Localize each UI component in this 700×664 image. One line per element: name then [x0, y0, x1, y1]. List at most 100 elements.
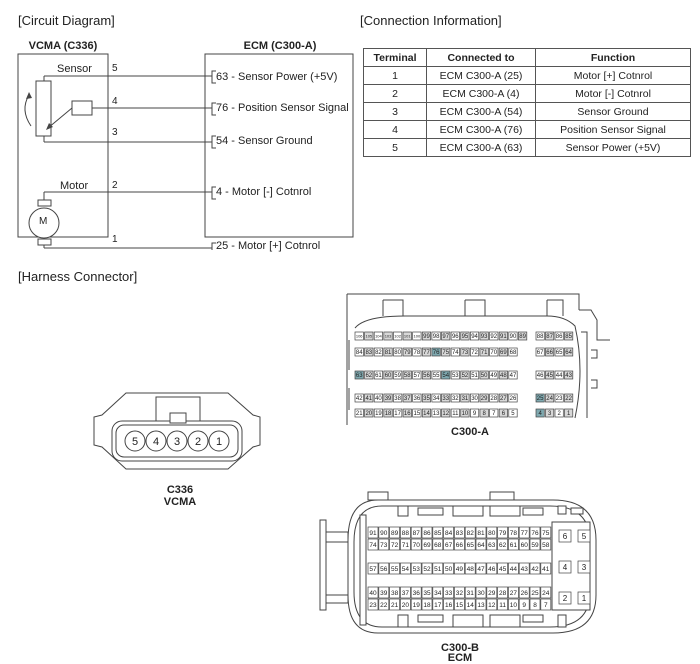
pin-87: 87	[545, 331, 555, 341]
pin-11: 11	[450, 408, 460, 418]
svg-text:20: 20	[402, 602, 410, 609]
pin-31: 31	[464, 586, 476, 599]
ecm-terminal-63: 63 - Sensor Power (+5V)	[216, 71, 338, 83]
cell-terminal: 5	[363, 138, 427, 157]
svg-text:66: 66	[456, 542, 464, 549]
svg-text:19: 19	[375, 411, 382, 417]
pin-87: 87	[410, 526, 422, 539]
pin-40: 40	[367, 586, 379, 599]
svg-text:36: 36	[413, 590, 421, 597]
pin-60: 60	[383, 370, 393, 380]
harness-connector-title: [Harness Connector]	[18, 269, 138, 284]
svg-text:67: 67	[537, 350, 544, 356]
cell-connected-to: ECM C300-A (63)	[426, 138, 536, 157]
svg-text:70: 70	[490, 350, 497, 356]
pin-27: 27	[498, 393, 508, 403]
pin-103: 103	[383, 331, 393, 341]
pin-61: 61	[373, 370, 383, 380]
pin-48: 48	[464, 562, 476, 575]
pin-9: 9	[469, 408, 480, 418]
pin-85: 85	[432, 526, 444, 539]
svg-text:78: 78	[510, 530, 518, 537]
pin-42: 42	[354, 393, 364, 403]
pin-18: 18	[383, 408, 393, 418]
table-header-row: Terminal Connected to Function	[363, 48, 691, 67]
pin-50: 50	[479, 370, 489, 380]
pin-105: 105	[364, 331, 374, 341]
pin-59: 59	[393, 370, 403, 380]
svg-text:98: 98	[433, 334, 440, 340]
svg-text:37: 37	[402, 590, 410, 597]
svg-text:24: 24	[542, 590, 550, 597]
pin-24: 24	[540, 586, 552, 599]
pin-16: 16	[402, 408, 412, 418]
pin-40: 40	[373, 393, 383, 403]
vcma-box	[17, 53, 109, 238]
svg-text:79: 79	[404, 350, 411, 356]
pin-6: 6	[498, 408, 508, 418]
svg-text:74: 74	[369, 542, 377, 549]
svg-text:2: 2	[195, 436, 201, 448]
svg-text:100: 100	[414, 333, 421, 338]
svg-text:19: 19	[413, 602, 421, 609]
table-row: 2 ECM C300-A (4) Motor [-] Cotnrol	[363, 84, 691, 103]
svg-text:29: 29	[488, 590, 496, 597]
svg-text:30: 30	[471, 396, 478, 402]
pin-31: 31	[460, 393, 470, 403]
svg-text:12: 12	[442, 411, 449, 417]
svg-text:73: 73	[462, 350, 469, 356]
pin-2: 2	[554, 408, 564, 418]
svg-text:50: 50	[445, 566, 453, 573]
pin-23: 23	[554, 393, 564, 403]
ecm-terminal-4: 4 - Motor [-] Cotnrol	[216, 186, 312, 198]
pin-80: 80	[393, 347, 403, 357]
svg-text:77: 77	[423, 350, 430, 356]
svg-text:51: 51	[471, 373, 478, 379]
svg-text:51: 51	[434, 566, 442, 573]
pin-21: 21	[354, 408, 364, 418]
svg-text:99: 99	[423, 334, 430, 340]
svg-text:40: 40	[369, 590, 377, 597]
pin-10: 10	[508, 598, 519, 611]
svg-text:93: 93	[481, 334, 488, 340]
pin-100: 100	[412, 331, 422, 341]
connection-info-title: [Connection Information]	[360, 13, 502, 28]
pin-15: 15	[454, 598, 465, 611]
svg-text:59: 59	[394, 373, 401, 379]
svg-text:26: 26	[521, 590, 529, 597]
pin-79: 79	[497, 526, 508, 539]
svg-text:3: 3	[548, 411, 552, 417]
pin-52: 52	[421, 562, 433, 575]
pin-97: 97	[441, 331, 451, 341]
cell-connected-to: ECM C300-A (76)	[426, 120, 536, 139]
pin-85: 85	[564, 331, 574, 341]
svg-text:63: 63	[356, 373, 363, 379]
svg-text:6: 6	[502, 411, 506, 417]
pin-90: 90	[508, 331, 518, 341]
table-row: 3 ECM C300-A (54) Sensor Ground	[363, 102, 691, 121]
pin-92: 92	[489, 331, 499, 341]
pin-13: 13	[475, 598, 487, 611]
svg-text:21: 21	[356, 411, 363, 417]
pin-101: 101	[402, 331, 412, 341]
svg-text:8: 8	[482, 411, 486, 417]
pin-1: 1	[577, 591, 591, 605]
svg-text:37: 37	[404, 396, 411, 402]
cell-function: Motor [+] Cotnrol	[535, 66, 691, 85]
cell-terminal: 3	[363, 102, 427, 121]
svg-text:101: 101	[404, 333, 411, 338]
svg-text:83: 83	[456, 530, 464, 537]
cell-terminal: 1	[363, 66, 427, 85]
pin-4: 4	[558, 560, 572, 574]
svg-text:43: 43	[521, 566, 529, 573]
pin-25: 25	[535, 393, 545, 403]
wiper-arrow	[47, 107, 73, 129]
pin-71: 71	[479, 347, 489, 357]
svg-text:48: 48	[500, 373, 507, 379]
svg-text:18: 18	[423, 602, 431, 609]
sensor-signal-element	[71, 100, 93, 116]
svg-text:21: 21	[391, 602, 399, 609]
pin-53: 53	[450, 370, 460, 380]
pin-56: 56	[378, 562, 390, 575]
svg-text:94: 94	[471, 334, 478, 340]
